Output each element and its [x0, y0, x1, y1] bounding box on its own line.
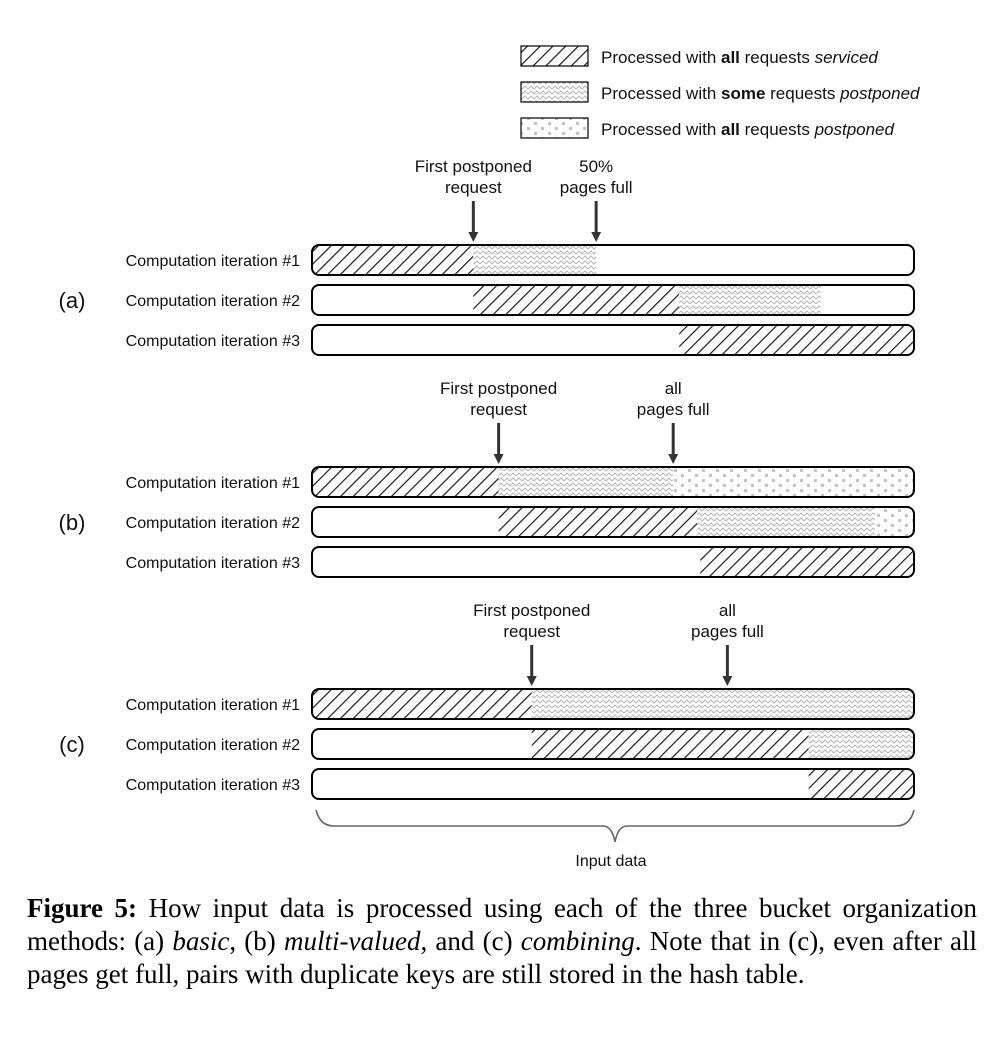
segment-hatch	[700, 547, 914, 577]
iteration-label: Computation iteration #2	[126, 293, 300, 310]
legend-text-zigzag: Processed with some requests postponed	[601, 84, 920, 103]
figure-caption: Figure 5: How input data is processed us…	[27, 893, 978, 989]
bucket-organization-diagram: Processed with all requests serviced Pro…	[59, 45, 920, 870]
bar-segments	[700, 547, 914, 577]
segment-hatch	[808, 769, 914, 799]
iteration-label: Computation iteration #3	[126, 777, 300, 794]
legend: Processed with all requests serviced Pro…	[520, 45, 920, 139]
annotation-line1: First postponed	[415, 157, 532, 176]
segment-dots	[874, 507, 914, 537]
iteration-row: Computation iteration #1	[126, 244, 915, 276]
iteration-row: Computation iteration #2	[126, 506, 915, 538]
iteration-row: Computation iteration #3	[126, 546, 915, 578]
segment-zigzag	[473, 245, 597, 275]
iteration-label: Computation iteration #1	[126, 475, 300, 492]
iteration-bar-outline	[311, 728, 915, 760]
segment-zigzag	[679, 285, 821, 315]
axis-label-input-data: Input data	[575, 853, 646, 870]
annotation-line1: First postponed	[473, 601, 590, 620]
annotation-arrow: First postponed request	[473, 601, 590, 686]
bar-segments	[473, 285, 821, 315]
bar-segments	[808, 769, 914, 799]
segment-zigzag	[808, 729, 914, 759]
iteration-row: Computation iteration #3	[126, 324, 915, 356]
segment-hatch	[312, 467, 499, 497]
iteration-bar-outline	[311, 688, 915, 720]
annotation-line2: pages full	[637, 400, 710, 419]
iteration-row: Computation iteration #2	[126, 728, 915, 760]
bar-segments	[679, 325, 914, 355]
iteration-bar-outline	[311, 506, 915, 538]
panel-0: (a) First postponed request 50% pages fullCo…	[59, 157, 915, 356]
input-data-brace	[315, 809, 915, 843]
panel-2: (c) First postponed request all pages fullCo…	[59, 601, 915, 800]
segment-zigzag	[531, 689, 914, 719]
annotation-line2: request	[470, 400, 527, 419]
legend-text-hatch: Processed with all requests serviced	[601, 48, 878, 67]
segment-hatch	[679, 325, 914, 355]
iteration-label: Computation iteration #1	[126, 253, 300, 270]
panel-1: (b) First postponed request all pages fullCo…	[59, 379, 915, 578]
segment-zigzag	[498, 467, 674, 497]
legend-item-dots: Processed with all requests postponed	[520, 117, 895, 139]
panel-label: (a)	[59, 288, 86, 313]
bar-segments	[531, 729, 914, 759]
iteration-label: Computation iteration #1	[126, 697, 300, 714]
panel-label: (c)	[59, 732, 85, 757]
iteration-bar-outline	[311, 244, 915, 276]
iteration-label: Computation iteration #3	[126, 333, 300, 350]
bar-segments	[498, 507, 914, 537]
segment-hatch	[531, 729, 809, 759]
annotation-line2: pages full	[691, 622, 764, 641]
iteration-bar-outline	[311, 546, 915, 578]
annotation-line1: First postponed	[440, 379, 557, 398]
caption-prefix: Figure 5:	[27, 893, 138, 923]
annotation-arrow: all pages full	[637, 379, 710, 464]
annotation-line2: request	[445, 178, 502, 197]
panel-label: (b)	[59, 510, 86, 535]
segment-dots	[673, 467, 914, 497]
iteration-bar-outline	[311, 768, 915, 800]
legend-item-hatch: Processed with all requests serviced	[520, 45, 878, 67]
annotation-arrow: all pages full	[691, 601, 764, 686]
annotation-line1: all	[719, 601, 736, 620]
segment-hatch	[498, 507, 698, 537]
annotation-line2: pages full	[560, 178, 633, 197]
bar-segments	[312, 467, 914, 497]
legend-text-dots: Processed with all requests postponed	[601, 120, 895, 139]
bar-segments	[312, 245, 597, 275]
annotation-line1: all	[665, 379, 682, 398]
iteration-bar-outline	[311, 466, 915, 498]
iteration-row: Computation iteration #2	[126, 284, 915, 316]
segment-hatch	[473, 285, 680, 315]
annotation-line2: request	[503, 622, 560, 641]
annotation-arrow: 50% pages full	[560, 157, 633, 242]
iteration-row: Computation iteration #3	[126, 768, 915, 800]
segment-hatch	[312, 689, 532, 719]
annotation-arrow: First postponed request	[440, 379, 557, 464]
iteration-label: Computation iteration #2	[126, 737, 300, 754]
iteration-bar-outline	[311, 284, 915, 316]
iteration-bar-outline	[311, 324, 915, 356]
iteration-row: Computation iteration #1	[126, 466, 915, 498]
annotation-line1: 50%	[579, 157, 613, 176]
iteration-row: Computation iteration #1	[126, 688, 915, 720]
segment-zigzag	[697, 507, 875, 537]
iteration-label: Computation iteration #2	[126, 515, 300, 532]
annotation-arrow: First postponed request	[415, 157, 532, 242]
iteration-label: Computation iteration #3	[126, 555, 300, 572]
segment-hatch	[312, 245, 474, 275]
bar-segments	[312, 689, 914, 719]
legend-item-zigzag: Processed with some requests postponed	[520, 81, 920, 103]
